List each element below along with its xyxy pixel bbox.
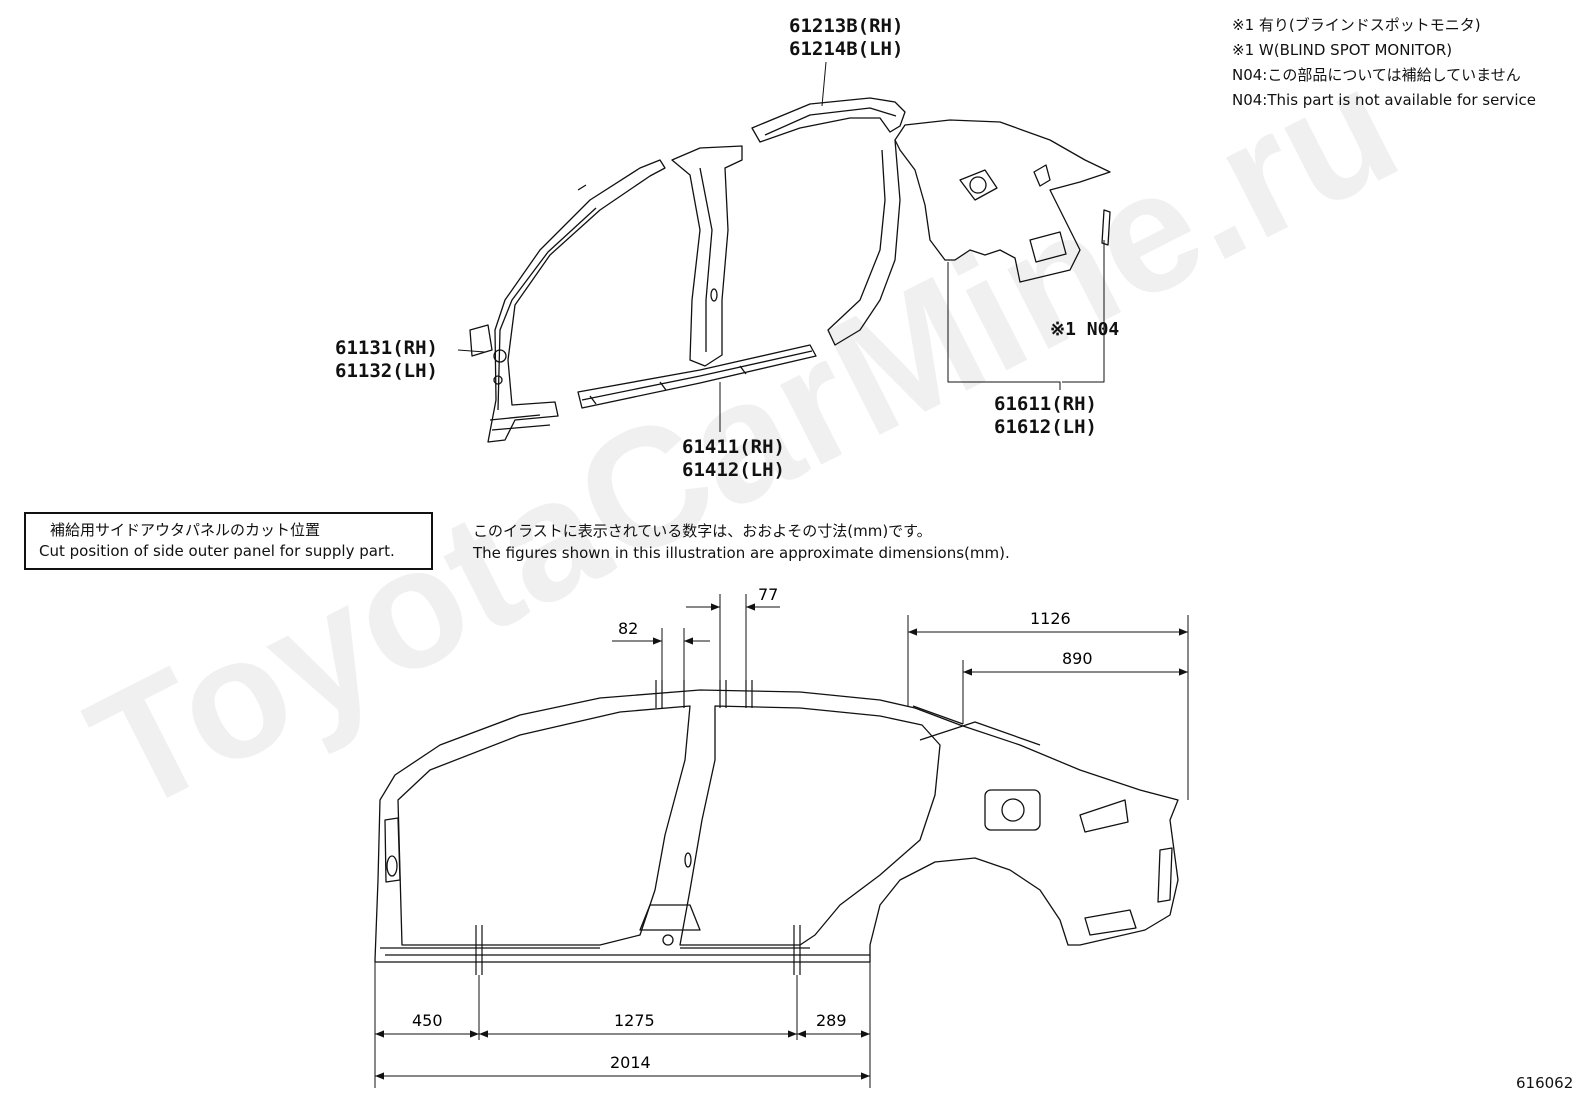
note-n04-en: N04:This part is not available for servi… [1232,91,1536,109]
dim-1275: 1275 [614,1011,655,1030]
cut-position-box: 補給用サイドアウタパネルのカット位置 Cut position of side … [24,512,433,570]
part-rocker-lh: 61412(LH) [682,459,785,481]
part-rocker-rh: 61411(RH) [682,436,785,458]
part-front-pillar-rh: 61131(RH) [335,337,438,359]
cut-position-jp: 補給用サイドアウタパネルのカット位置 [50,521,321,539]
upper-leader-lines [457,61,1105,432]
approx-dimensions-note: このイラストに表示されている数字は、おおよその寸法(mm)です。 The fig… [473,520,1010,564]
center-pillar-panel [671,145,743,367]
callout-bsm-n04: ※1 N04 [1050,319,1120,340]
cut-position-marks [475,680,964,975]
lower-body-side [374,689,1179,963]
dim-890: 890 [1062,649,1093,668]
approx-note-jp: このイラストに表示されている数字は、おおよその寸法(mm)です。 [473,522,932,540]
part-roof-side-rh: 61213B(RH) [789,15,904,37]
dim-2014: 2014 [610,1053,651,1072]
dim-77: 77 [758,585,778,604]
part-quarter-lh: 61612(LH) [994,416,1097,438]
dim-289: 289 [816,1011,847,1030]
dim-450: 450 [412,1011,443,1030]
figure-id: 616062 [1516,1074,1574,1092]
cut-position-en: Cut position of side outer panel for sup… [39,542,395,560]
rocker-panel [577,344,817,409]
dimension-lines [374,594,1189,1088]
part-quarter-rh: 61611(RH) [994,393,1097,415]
approx-note-en: The figures shown in this illustration a… [473,544,1010,562]
quarter-panel [827,119,1111,346]
roof-side-panel [751,97,906,143]
note-bsm-en: ※1 W(BLIND SPOT MONITOR) [1232,41,1453,59]
dim-1126: 1126 [1030,609,1071,628]
front-pillar-panel [469,159,666,443]
note-n04-jp: N04:この部品については補給していません [1232,66,1521,84]
dim-82: 82 [618,619,638,638]
part-roof-side-lh: 61214B(LH) [789,38,904,60]
part-front-pillar-lh: 61132(LH) [335,360,438,382]
note-bsm-jp: ※1 有り(ブラインドスポットモニタ) [1232,16,1481,34]
